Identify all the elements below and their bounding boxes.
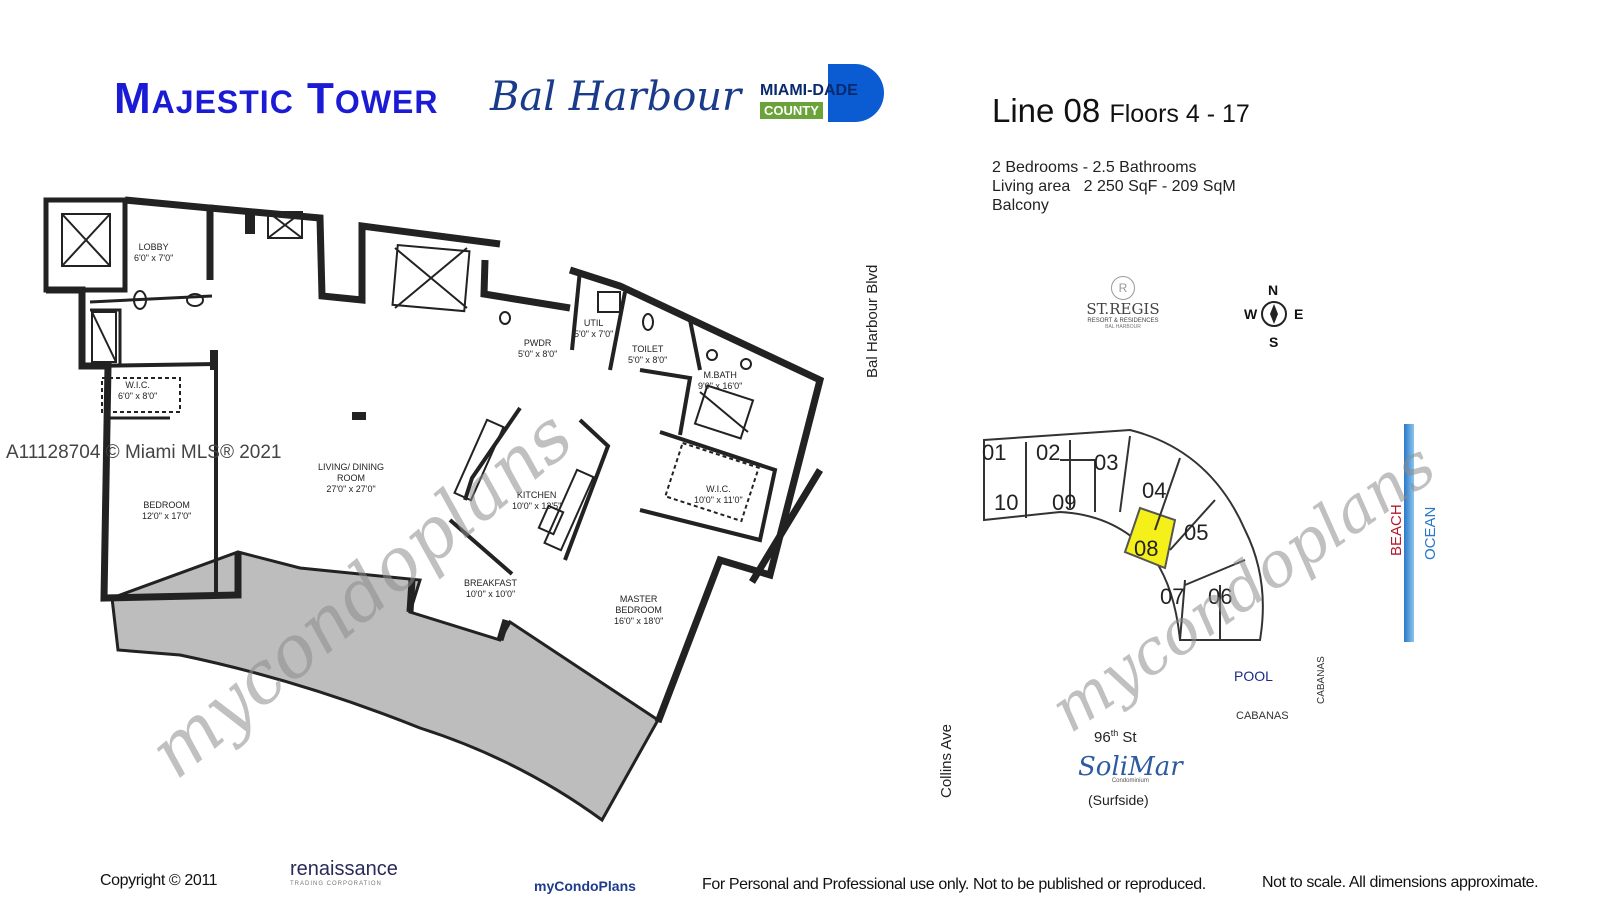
line-label: Line 08 [992,92,1101,129]
unit-10: 10 [994,490,1019,515]
tower-title-big2: T [307,74,335,123]
cabanas-vertical-label: CABANAS [1316,656,1327,704]
unit-06: 06 [1208,584,1233,609]
solimar-name: SoliMar [1078,752,1183,782]
collins-ave-label: Collins Ave [938,724,955,798]
unit-02: 02 [1036,440,1061,465]
unit-05: 05 [1184,520,1209,545]
solimar-logo: SoliMar Condominium [1078,752,1183,784]
compass-w: W [1244,306,1258,322]
pool-label: POOL [1234,668,1273,684]
tower-title: MAJESTIC TOWER [114,74,438,124]
unit-09: 09 [1052,490,1077,515]
unit-specs: 2 Bedrooms - 2.5 Bathrooms Living area 2… [992,158,1236,215]
tower-title-big1: M [114,74,152,123]
unit-01: 01 [982,440,1007,465]
st-regis-name: ST.REGIS [1086,300,1160,318]
balcony-spec: Balcony [992,197,1049,214]
unit-07: 07 [1160,584,1185,609]
st-regis-sub2: BAL HARBOUR [1105,324,1141,330]
renaissance-name: renaissance [290,858,398,880]
usage-notice: For Personal and Professional use only. … [702,876,1206,893]
unit-04: 04 [1142,478,1167,503]
room-wic-1: W.I.C.6'0" x 8'0" [118,380,158,401]
bal-harbour-blvd-label: Bal Harbour Blvd [864,264,881,378]
street-96-label: 96th St [1094,728,1137,746]
site-plan-building [983,428,1264,641]
compass-e: E [1294,306,1304,322]
renaissance-logo: renaissance TRADING CORPORATION [290,858,398,887]
unit-08: 08 [1134,536,1159,561]
cabanas-label: CABANAS [1236,710,1289,722]
renaissance-sub: TRADING CORPORATION [290,881,382,887]
compass-n: N [1268,282,1279,298]
unit-03: 03 [1094,450,1119,475]
tower-title-small1: AJESTIC [151,84,294,120]
compass-icon [1261,301,1287,327]
mycondoplans-footer-logo: myCondoPlans [534,878,636,894]
line-title: Line 08 Floors 4 - 17 [992,92,1250,130]
county-logo: MIAMI-DADE COUNTY [760,64,884,124]
ocean-bar [1404,424,1414,642]
surfside-label: (Surfside) [1088,792,1149,808]
ocean-label: OCEAN [1422,506,1439,560]
county-logo-d-shape [828,64,884,122]
rooms-spec: 2 Bedrooms - 2.5 Bathrooms [992,159,1197,176]
tower-title-small2: OWER [334,84,439,120]
location-script: Bal Harbour [490,74,742,120]
mls-watermark: A11128704 © Miami MLS® 2021 [6,442,282,463]
county-logo-top: MIAMI-DADE [760,82,858,99]
st-regis-sub: RESORT & RESIDENCES [1087,318,1159,324]
solimar-sub: Condominium [1111,778,1149,784]
compass-rose: N W E S [1244,282,1304,358]
compass-s: S [1269,334,1279,350]
scale-notice: Not to scale. All dimensions approximate… [1262,874,1539,891]
floors-label: Floors 4 - 17 [1109,100,1250,128]
area-spec: Living area 2 250 SqF - 209 SqM [992,178,1236,195]
copyright: Copyright © 2011 [100,872,218,889]
county-logo-bottom: COUNTY [760,102,823,119]
st-regis-logo: R ST.REGIS RESORT & RESIDENCES BAL HARBO… [1080,276,1166,330]
room-wic-2: W.I.C.10'0" x 11'0" [694,484,743,505]
